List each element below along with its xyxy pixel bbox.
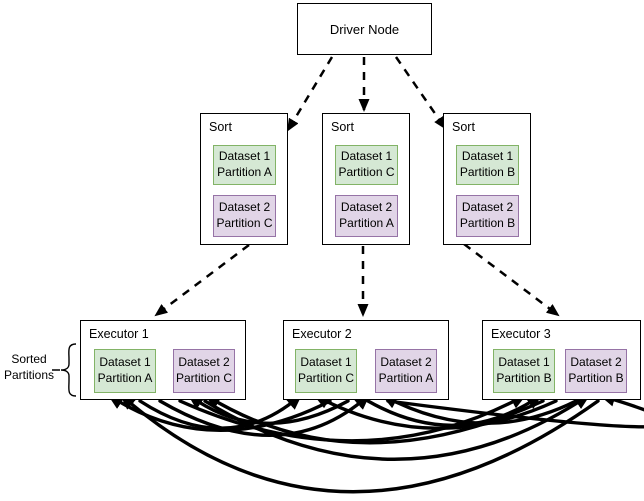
sort-stage-title: Sort xyxy=(331,120,354,134)
driver-node: Driver Node xyxy=(297,3,432,55)
shuffle-arrow xyxy=(158,394,371,437)
dataset-label: Dataset 1 xyxy=(300,355,352,370)
driver-node-label: Driver Node xyxy=(329,21,400,37)
shuffle-arrow xyxy=(366,394,543,427)
partition-label: Partition A xyxy=(217,165,272,179)
executor-title: Executor 3 xyxy=(491,327,551,341)
sort-stage-title: Sort xyxy=(209,120,232,134)
executor1-dataset2-partition: Dataset 2 Partition C xyxy=(173,349,235,393)
shuffle-arrow xyxy=(204,394,545,445)
sorted-partitions-line2: Partitions xyxy=(3,368,55,383)
partition-label: Partition C xyxy=(338,165,395,179)
executor-1: Executor 1 Dataset 1 Partition A Dataset… xyxy=(80,320,246,400)
shuffle-arrow xyxy=(178,394,527,443)
dataset-label: Dataset 2 xyxy=(570,355,622,370)
partition-label: Partition C xyxy=(175,371,233,385)
dataset-label: Dataset 1 xyxy=(340,149,393,164)
executor3-dataset1-partition: Dataset 1 Partition B xyxy=(493,349,555,393)
shuffle-arrow xyxy=(313,394,558,430)
executor-2: Executor 2 Dataset 1 Partition C Dataset… xyxy=(283,320,449,400)
dashed-arrow xyxy=(154,244,250,317)
executor2-dataset1-partition: Dataset 1 Partition C xyxy=(295,349,357,393)
shuffle-arrow xyxy=(138,394,303,430)
partition-label: Partition C xyxy=(297,371,355,385)
sort-stage-2: Sort Dataset 1 Partition C Dataset 2 Par… xyxy=(322,113,410,245)
sorted-partitions-label: Sorted Partitions xyxy=(2,351,56,383)
partition-label: Partition B xyxy=(496,371,552,385)
shuffle-arrow xyxy=(119,394,600,494)
executor-3: Executor 3 Dataset 1 Partition B Dataset… xyxy=(482,320,641,400)
shuffle-arrow xyxy=(187,394,350,425)
shuffle-arrow xyxy=(386,393,644,429)
dashed-arrow xyxy=(463,243,560,317)
partition-label: Partition A xyxy=(339,216,394,230)
sort1-dataset2-partition: Dataset 2 Partition C xyxy=(213,195,276,237)
dataset-label: Dataset 1 xyxy=(498,355,550,370)
dataset-label: Dataset 2 xyxy=(218,200,271,215)
sort1-dataset1-partition: Dataset 1 Partition A xyxy=(213,145,276,185)
shuffle-arrow xyxy=(381,394,578,426)
dataset-label: Dataset 1 xyxy=(461,149,514,164)
partition-label: Partition B xyxy=(459,165,516,179)
dataset-label: Dataset 2 xyxy=(461,200,514,215)
executor1-dataset1-partition: Dataset 1 Partition A xyxy=(94,349,156,393)
partition-label: Partition B xyxy=(568,371,624,385)
partition-label: Partition A xyxy=(378,371,434,385)
dataset-label: Dataset 2 xyxy=(178,355,230,370)
shuffle-arrow xyxy=(203,394,591,461)
shuffle-arrow xyxy=(107,394,332,432)
partition-label: Partition B xyxy=(459,216,516,230)
partition-label: Partition C xyxy=(216,216,273,230)
executor2-dataset2-partition: Dataset 2 Partition A xyxy=(375,349,437,393)
dataset-label: Dataset 1 xyxy=(218,149,271,164)
sort-stage-1: Sort Dataset 1 Partition A Dataset 2 Par… xyxy=(200,113,288,245)
sorted-partitions-line1: Sorted xyxy=(11,352,47,366)
executor-title: Executor 1 xyxy=(89,327,149,341)
partition-label: Partition A xyxy=(97,371,153,385)
dataset-label: Dataset 2 xyxy=(380,355,432,370)
sort-stage-3: Sort Dataset 1 Partition B Dataset 2 Par… xyxy=(443,113,531,245)
sort2-dataset2-partition: Dataset 2 Partition A xyxy=(335,195,398,237)
dataset-label: Dataset 1 xyxy=(99,355,151,370)
sort2-dataset1-partition: Dataset 1 Partition C xyxy=(335,145,398,185)
executor-title: Executor 2 xyxy=(292,327,352,341)
executor3-dataset2-partition: Dataset 2 Partition B xyxy=(565,349,627,393)
sort3-dataset2-partition: Dataset 2 Partition B xyxy=(456,195,519,237)
sort-stage-title: Sort xyxy=(452,120,475,134)
sort3-dataset1-partition: Dataset 1 Partition B xyxy=(456,145,519,185)
dataset-label: Dataset 2 xyxy=(340,200,393,215)
